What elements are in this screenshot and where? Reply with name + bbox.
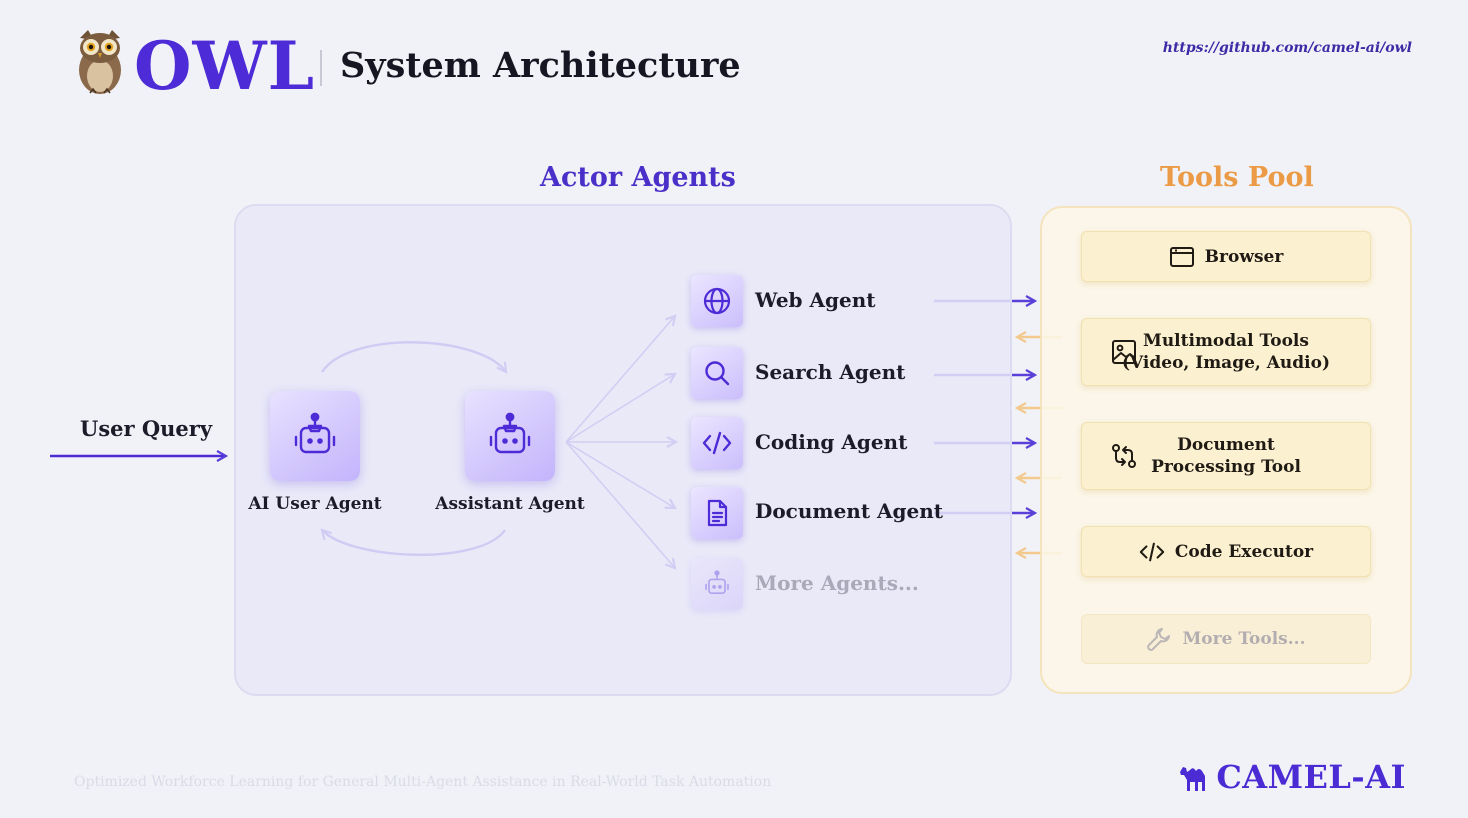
web-agent-label: Web Agent: [755, 288, 876, 312]
owl-logo-icon: [74, 26, 126, 96]
document-agent-label: Document Agent: [755, 499, 944, 523]
search-agent-card[interactable]: [691, 347, 743, 399]
actor-agents-title: Actor Agents: [540, 162, 736, 193]
coding-agent-card[interactable]: [691, 417, 743, 469]
camel-icon: [1180, 767, 1206, 791]
actor-agents-panel: [234, 204, 1012, 696]
page-title: System Architecture: [340, 45, 741, 86]
browser-window-icon: [1169, 246, 1194, 267]
robot-icon: [489, 412, 531, 454]
tool-browser-label: Browser: [1204, 246, 1284, 267]
more-agents-label: More Agents...: [755, 571, 919, 595]
ai-user-agent-label: AI User Agent: [248, 494, 382, 514]
owl-logo-text: OWL: [134, 27, 316, 105]
document-agent-card[interactable]: [691, 487, 743, 539]
image-icon: [1110, 338, 1138, 366]
git-compare-icon: [1110, 442, 1138, 470]
tool-document-processing[interactable]: Document Processing Tool: [1081, 422, 1371, 490]
search-agent-label: Search Agent: [755, 360, 906, 384]
tool-multimodal-line2: (Video, Image, Audio): [1121, 353, 1331, 373]
tools-pool-title: Tools Pool: [1160, 162, 1314, 193]
camel-ai-logo: CAMEL-AI: [1178, 758, 1406, 796]
globe-icon: [703, 287, 731, 315]
github-link[interactable]: https://github.com/camel-ai/owl: [1162, 40, 1412, 56]
tool-more-tools-label: More Tools...: [1182, 629, 1306, 649]
assistant-agent-label: Assistant Agent: [435, 494, 585, 514]
ai-user-agent-card[interactable]: [270, 391, 360, 481]
tool-multimodal-line1: Multimodal Tools: [1143, 331, 1309, 351]
more-agents-card[interactable]: [691, 558, 743, 610]
tool-code-executor[interactable]: Code Executor: [1081, 526, 1371, 577]
assistant-agent-card[interactable]: [465, 391, 555, 481]
camel-ai-wordmark: CAMEL-AI: [1216, 758, 1406, 796]
web-agent-card[interactable]: [691, 275, 743, 327]
document-icon: [707, 499, 728, 527]
user-query-label: User Query: [80, 416, 213, 441]
tool-document-line1: Document: [1177, 435, 1275, 455]
code-icon: [702, 431, 732, 455]
coding-agent-label: Coding Agent: [755, 430, 908, 454]
search-icon: [705, 361, 730, 386]
tool-multimodal[interactable]: Multimodal Tools (Video, Image, Audio): [1081, 318, 1371, 386]
robot-icon: [705, 570, 729, 595]
footer-tagline: Optimized Workforce Learning for General…: [74, 774, 772, 790]
tool-browser[interactable]: Browser: [1081, 231, 1371, 282]
header-divider: [320, 50, 322, 86]
wrench-icon: [1147, 628, 1171, 651]
code-icon: [1139, 542, 1165, 561]
tool-code-executor-label: Code Executor: [1174, 541, 1314, 562]
tool-document-line2: Processing Tool: [1151, 457, 1301, 477]
robot-icon: [294, 412, 336, 454]
tool-more-tools[interactable]: More Tools...: [1081, 614, 1371, 664]
